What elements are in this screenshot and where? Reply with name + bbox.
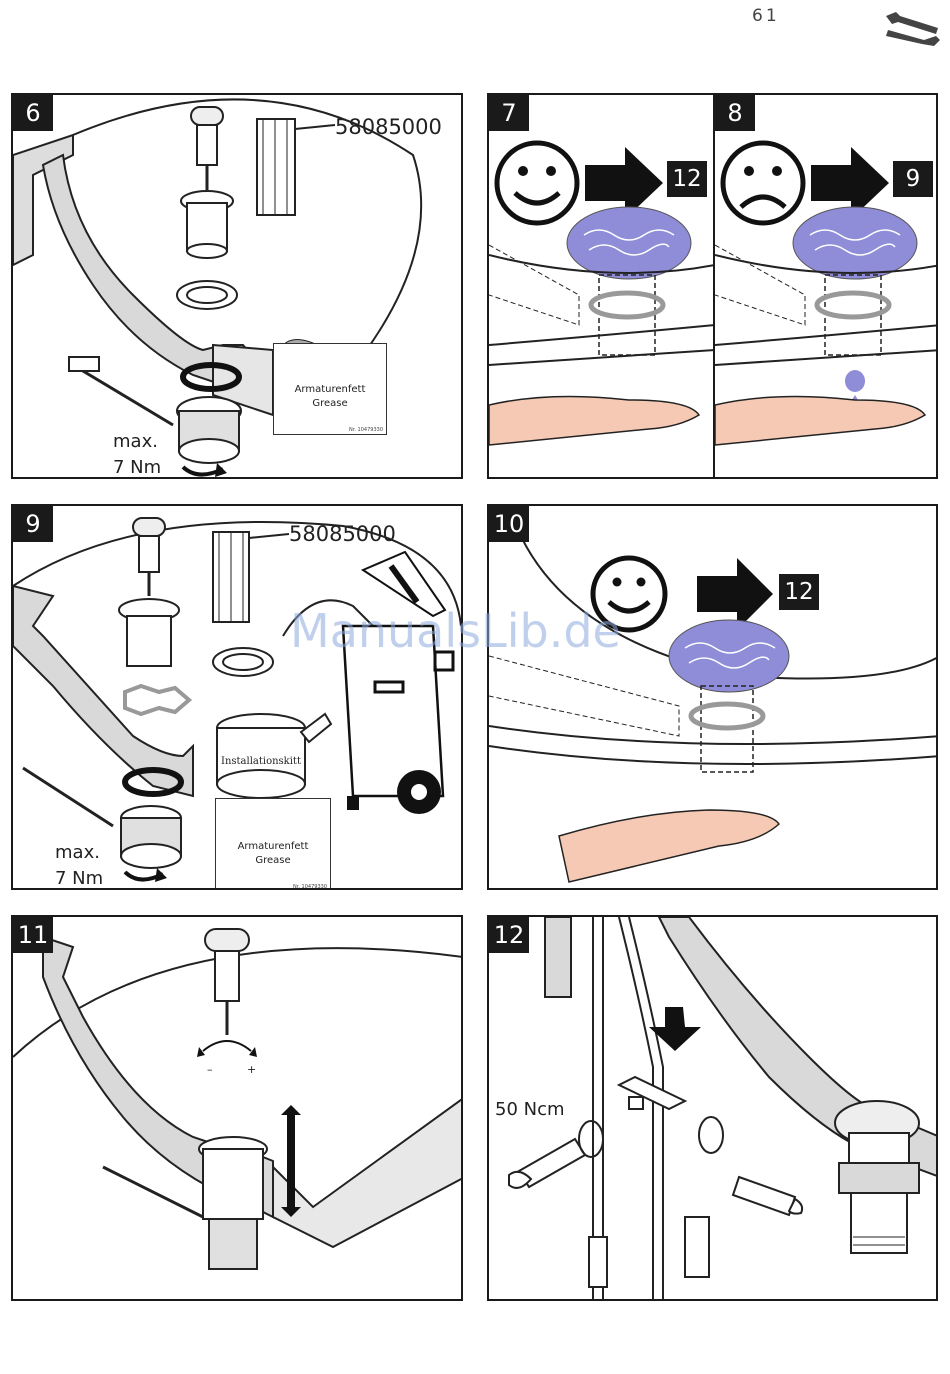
grease-line2: Grease xyxy=(216,855,330,866)
go-to-step-target: 12 xyxy=(667,161,707,197)
torque-label: max. 7 Nm xyxy=(55,840,103,890)
step-number: 6 xyxy=(13,95,53,131)
grease-line1: Armaturenfett xyxy=(274,384,386,395)
grease-code: Nr. 10479330 xyxy=(349,427,383,433)
sink-drain-assembly-illustration xyxy=(13,95,463,479)
step-12-panel: 12 50 Ncm xyxy=(487,915,938,1301)
installation-putty-label: Installationskitt xyxy=(221,756,301,767)
torque-label: max. 7 Nm xyxy=(113,429,161,479)
step-number: 11 xyxy=(13,917,53,953)
step-number: 8 xyxy=(715,95,755,131)
step-10-panel: 10 12 xyxy=(487,504,938,890)
torque-line2: 7 Nm xyxy=(55,866,103,890)
leak-test-ok-illustration xyxy=(489,95,715,479)
go-to-step-target: 9 xyxy=(893,161,933,197)
minus-label: – xyxy=(207,1063,213,1076)
torque-line1: max. xyxy=(55,840,103,866)
grease-box: Armaturenfett Grease Nr. 10479330 xyxy=(273,343,387,435)
page-number: 61 xyxy=(752,6,780,26)
plus-label: + xyxy=(247,1063,256,1076)
wrench-screwdriver-icon xyxy=(884,8,942,48)
grease-line2: Grease xyxy=(274,398,386,409)
grease-line1: Armaturenfett xyxy=(216,841,330,852)
leak-test-fail-illustration xyxy=(715,95,938,479)
part-number-label: 58085000 xyxy=(335,115,442,139)
leak-test-ok-illustration xyxy=(489,506,938,890)
part-number-label: 58085000 xyxy=(289,522,396,546)
step-9-panel: 9 58085000 Installationsk xyxy=(11,504,463,890)
step-6-panel: 6 58085000 Armaturenfett Grease Nr. 1047… xyxy=(11,93,463,479)
go-to-step-target: 12 xyxy=(779,574,819,610)
step-11-panel: 11 – + xyxy=(11,915,463,1301)
grease-code: Nr. 10479330 xyxy=(293,884,327,890)
torque-line1: max. xyxy=(113,429,161,455)
step-number: 7 xyxy=(489,95,529,131)
step-7-8-panel: 7 12 8 9 xyxy=(487,93,938,479)
grease-box: Armaturenfett Grease Nr. 10479330 xyxy=(215,798,331,890)
step-number: 10 xyxy=(489,506,529,542)
stopper-adjustment-illustration xyxy=(13,917,463,1301)
panel-divider xyxy=(713,95,715,479)
torque-line2: 7 Nm xyxy=(113,455,161,479)
torque-label: 50 Ncm xyxy=(495,1097,565,1123)
step-number: 12 xyxy=(489,917,529,953)
step-number: 9 xyxy=(13,506,53,542)
